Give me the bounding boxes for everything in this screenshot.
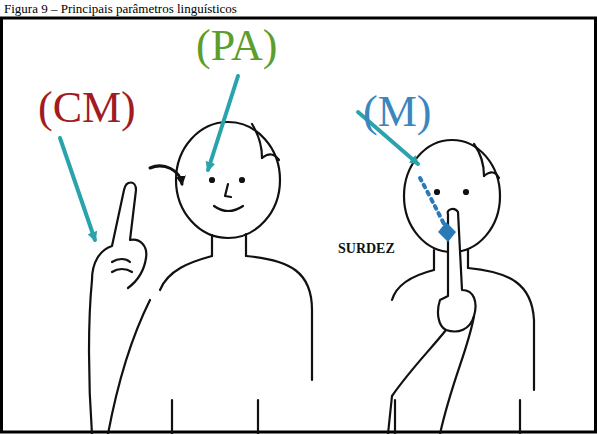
left-signer — [89, 122, 312, 434]
sign-gloss: SURDEZ — [338, 242, 395, 256]
figure-title: Figura 9 – Principais parâmetros linguís… — [4, 2, 237, 15]
frame — [2, 18, 596, 432]
right-signer — [388, 140, 534, 434]
movement-path — [420, 178, 446, 228]
parameter-label: (PA) — [196, 24, 278, 68]
parameter-label: (M) — [363, 90, 431, 134]
movement-head — [438, 222, 456, 242]
parameter-label: (CM) — [38, 86, 136, 130]
